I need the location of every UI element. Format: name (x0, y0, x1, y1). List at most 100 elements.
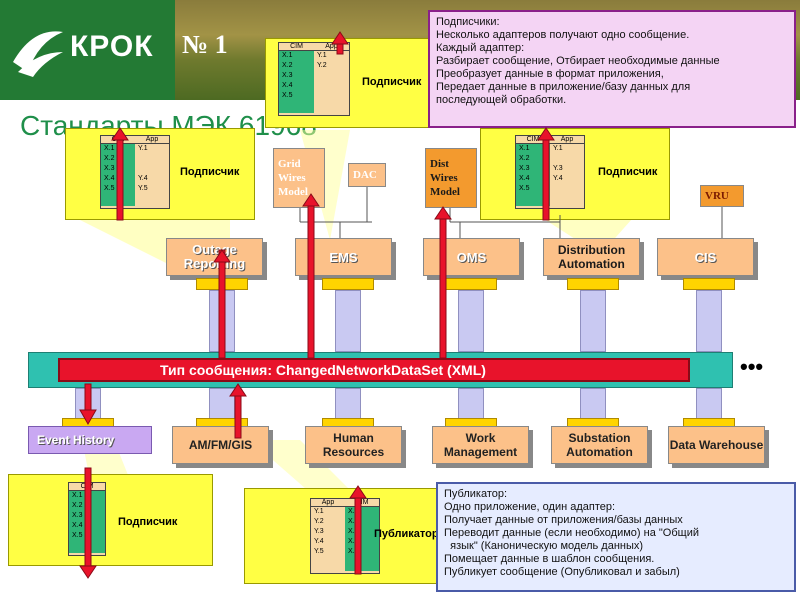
bus-pipe (580, 290, 606, 352)
dist-wires-model: Dist Wires Model (425, 148, 477, 208)
app-cell: Y.4 (553, 175, 563, 182)
app-cell: Y.4 (138, 175, 148, 182)
note-line: Одно приложение, один адаптер: (444, 501, 616, 513)
logo-icon (13, 31, 63, 77)
app-cell: Y.1 (553, 145, 563, 152)
app-cell: Y.3 (553, 165, 563, 172)
logo-text: КРОК (70, 30, 154, 63)
app-cell: Y.1 (138, 145, 148, 152)
system-cis: CIS (657, 238, 754, 276)
system-label: Data Warehouse (669, 438, 764, 452)
system-data-warehouse: Data Warehouse (668, 426, 765, 464)
system-label: AM/FM/GIS (188, 438, 253, 452)
col-app: App (560, 136, 574, 143)
adapter-connector (322, 278, 374, 290)
cim-cell: X.3 (104, 165, 115, 172)
note-line: Подписчики: (436, 16, 500, 28)
note-line: Передает данные в приложение/базу данных… (436, 81, 691, 93)
vru-label: VRU (705, 190, 729, 202)
publisher-note: Публикатор: Одно приложение, один адапте… (436, 482, 796, 592)
note-line: Публикует сообщение (Опубликовал и забыл… (444, 566, 680, 578)
col-app: App (145, 136, 159, 143)
system-label: EMS (329, 249, 358, 265)
subscriber-label-top: Подписчик (362, 76, 422, 88)
subscriber-label-right: Подписчик (598, 166, 658, 178)
logo-block (0, 0, 175, 100)
note-line: Помещает данные в шаблон сообщения. (444, 553, 655, 565)
cim-cell: X.4 (348, 538, 359, 545)
app-cell: Y.1 (317, 52, 327, 59)
cim-cell: X.3 (348, 528, 359, 535)
subscriber-label-left: Подписчик (180, 166, 240, 178)
note-line: язык" (Каноническую модель данных) (444, 540, 644, 552)
adapter-connector (683, 278, 735, 290)
system-label: Substation Automation (566, 431, 633, 459)
cim-cell: X.1 (348, 508, 359, 515)
cim-cell: X.5 (104, 185, 115, 192)
note-line: Переводит данные (если необходимо) на "О… (444, 527, 699, 539)
col-app: App (325, 43, 338, 50)
system-am-fm-gis: AM/FM/GIS (172, 426, 269, 464)
col-cim: CIM (526, 136, 540, 143)
slide-number: № 1 (182, 30, 228, 59)
dist-wires-label: Dist Wires Model (430, 158, 460, 198)
system-label: Event History (37, 433, 115, 447)
arrow-head-up (111, 127, 129, 141)
cim-cell: X.2 (348, 518, 359, 525)
message-type-bar: Тип сообщения: ChangedNetworkDataSet (XM… (58, 358, 690, 382)
system-work-management: Work Management (432, 426, 529, 464)
arrow-head-down (79, 565, 97, 579)
system-label: Human Resources (322, 431, 385, 459)
subscriber-callout-bottom-left (8, 474, 213, 566)
arrow-head-up (434, 206, 452, 220)
bus-continuation-ellipsis: ••• (740, 354, 764, 379)
app-cell: Y.2 (314, 518, 324, 525)
grid-wires-label: Grid Wires Model (278, 158, 308, 198)
cim-cell: X.4 (104, 175, 115, 182)
publisher-label: Публикатор (374, 528, 439, 540)
system-label: OMS (456, 249, 487, 265)
system-label: Distribution Automation (557, 243, 626, 271)
cim-cell: X.3 (519, 165, 530, 172)
bus-pipe (458, 388, 484, 422)
app-cell: Y.2 (317, 62, 327, 69)
adapter-connector (567, 278, 619, 290)
bus-pipe (335, 388, 361, 422)
note-line: Каждый адаптер: (436, 42, 525, 54)
dac-box: DAC (348, 163, 386, 187)
arrow-head-up (331, 31, 349, 45)
note-line: Несколько адаптеров получают одно сообще… (436, 29, 690, 41)
cim-cell: X.4 (72, 522, 83, 529)
arrow-head-down (79, 409, 97, 426)
cim-cell: X.3 (72, 512, 83, 519)
cim-cell: X.2 (519, 155, 530, 162)
cim-cell: X.3 (282, 72, 293, 79)
app-cell: Y.1 (314, 508, 324, 515)
cim-cell: X.5 (282, 92, 293, 99)
system-label: Outage Reporting (183, 242, 246, 271)
cim-cell: X.1 (519, 145, 530, 152)
note-line: Публикатор: (444, 488, 508, 500)
note-line: Разбирает сообщение, Отбирает необходимы… (436, 55, 720, 67)
grid-wires-model: Grid Wires Model (273, 148, 325, 208)
arrow-head-up (229, 383, 247, 397)
bus-pipe (696, 290, 722, 352)
cim-cell: X.1 (104, 145, 115, 152)
arrow-head-up (537, 127, 555, 141)
col-cim: CIM (290, 43, 303, 50)
subscriber-note: Подписчики: Несколько адаптеров получают… (428, 10, 796, 128)
subscriber-label-bottom-left: Подписчик (118, 516, 178, 528)
cim-cell: X.4 (519, 175, 530, 182)
bus-pipe (580, 388, 606, 422)
vru-box: VRU (700, 185, 744, 207)
col-cim: CIM (355, 499, 369, 506)
cim-cell: X.2 (104, 155, 115, 162)
system-substation-automation: Substation Automation (551, 426, 648, 464)
system-label: Work Management (443, 431, 518, 459)
app-cell: Y.5 (138, 185, 148, 192)
bus-pipe (458, 290, 484, 352)
app-cell: Y.5 (314, 548, 324, 555)
system-oms: OMS (423, 238, 520, 276)
